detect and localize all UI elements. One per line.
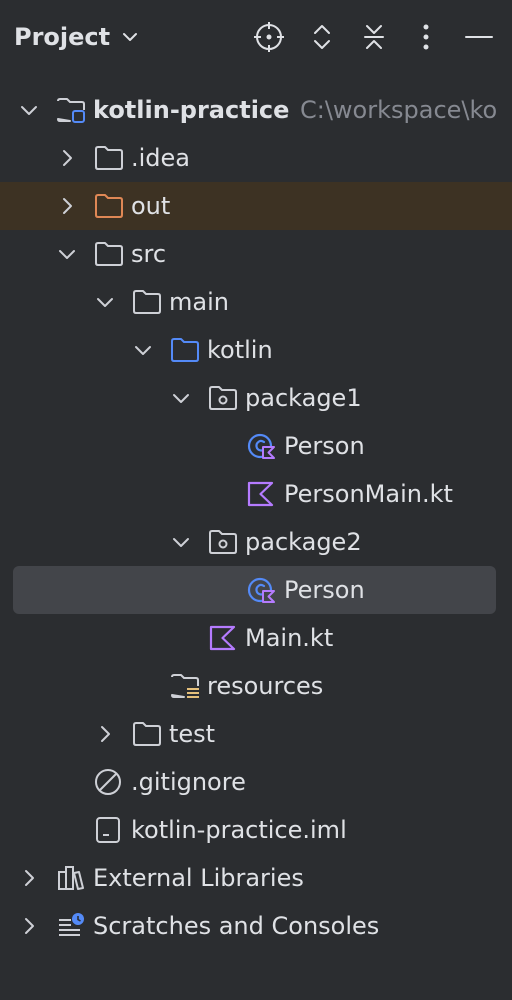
tree-item-label: src <box>131 240 167 268</box>
tree-row-scratches-and-consoles[interactable]: Scratches and Consoles <box>0 902 512 950</box>
package-icon <box>208 384 238 412</box>
tree-row-resources[interactable]: resources <box>0 662 512 710</box>
ignored-file-icon <box>94 768 124 796</box>
chevron-right-icon[interactable] <box>95 724 115 744</box>
expand-all-icon[interactable] <box>305 20 339 54</box>
more-options-icon[interactable] <box>409 20 443 54</box>
folder-icon <box>132 720 162 748</box>
project-toolwindow-header: Project <box>0 0 512 72</box>
package-icon <box>208 528 238 556</box>
folder-icon <box>94 144 124 172</box>
tree-item-label: package2 <box>245 528 362 556</box>
tree-item-label: kotlin-practice.iml <box>131 816 347 844</box>
chevron-down-icon[interactable] <box>19 100 39 120</box>
kotlin-file-icon <box>208 624 238 652</box>
chevron-right-icon[interactable] <box>19 868 39 888</box>
chevron-right-icon[interactable] <box>19 916 39 936</box>
tree-item-label: main <box>169 288 229 316</box>
tree-row-person-package1[interactable]: Person <box>0 422 512 470</box>
source-folder-icon <box>170 336 200 364</box>
kotlin-class-icon <box>246 432 276 460</box>
locate-icon[interactable] <box>252 20 286 54</box>
tree-item-label: Person <box>284 576 365 604</box>
tree-row-personmain-kt[interactable]: PersonMain.kt <box>0 470 512 518</box>
chevron-down-icon[interactable] <box>171 532 191 552</box>
chevron-down-icon[interactable] <box>120 27 140 47</box>
resources-folder-icon <box>170 672 200 700</box>
tree-item-label: package1 <box>245 384 362 412</box>
tree-row-kotlin-practice[interactable]: kotlin-practice C:\workspace\ko <box>0 86 512 134</box>
toolwindow-title[interactable]: Project <box>14 23 111 51</box>
tree-item-label: Scratches and Consoles <box>93 912 380 940</box>
folder-icon <box>94 240 124 268</box>
chevron-down-icon[interactable] <box>171 388 191 408</box>
tree-item-label: PersonMain.kt <box>284 480 453 508</box>
tree-item-label: Person <box>284 432 365 460</box>
scratches-icon <box>56 912 86 940</box>
tree-item-label: resources <box>207 672 324 700</box>
module-folder-icon <box>56 96 86 124</box>
folder-icon <box>132 288 162 316</box>
tree-row-main[interactable]: main <box>0 278 512 326</box>
iml-file-icon <box>94 816 124 844</box>
tree-row-main-kt[interactable]: Main.kt <box>0 614 512 662</box>
tree-item-label: out <box>131 192 171 220</box>
tree-row-out[interactable]: out <box>0 182 512 230</box>
kotlin-class-icon <box>246 576 276 604</box>
tree-row-package2[interactable]: package2 <box>0 518 512 566</box>
tree-item-label: test <box>169 720 216 748</box>
libraries-icon <box>56 864 86 892</box>
chevron-down-icon[interactable] <box>95 292 115 312</box>
tree-item-label: .idea <box>131 144 191 172</box>
chevron-down-icon[interactable] <box>57 244 77 264</box>
tree-row-external-libraries[interactable]: External Libraries <box>0 854 512 902</box>
tree-item-label: External Libraries <box>93 864 304 892</box>
chevron-right-icon[interactable] <box>57 196 77 216</box>
tree-item-label: kotlin <box>207 336 273 364</box>
tree-row-kotlin[interactable]: kotlin <box>0 326 512 374</box>
tree-item-label: .gitignore <box>131 768 246 796</box>
tree-item-path: C:\workspace\ko <box>300 96 498 124</box>
tree-row-idea[interactable]: .idea <box>0 134 512 182</box>
chevron-right-icon[interactable] <box>57 148 77 168</box>
tree-row-test[interactable]: test <box>0 710 512 758</box>
chevron-down-icon[interactable] <box>133 340 153 360</box>
tree-row-person-package2[interactable]: Person <box>0 566 512 614</box>
collapse-all-icon[interactable] <box>357 20 391 54</box>
tree-row-src[interactable]: src <box>0 230 512 278</box>
kotlin-file-icon <box>246 480 276 508</box>
selection-highlight <box>13 566 496 614</box>
tree-row-package1[interactable]: package1 <box>0 374 512 422</box>
excluded-folder-icon <box>94 192 124 220</box>
tree-item-label: kotlin-practice <box>93 96 290 124</box>
tree-item-label: Main.kt <box>245 624 334 652</box>
tree-row-gitignore[interactable]: .gitignore <box>0 758 512 806</box>
tree-row-kotlin-practice-iml[interactable]: kotlin-practice.iml <box>0 806 512 854</box>
minimize-icon[interactable] <box>462 20 496 54</box>
